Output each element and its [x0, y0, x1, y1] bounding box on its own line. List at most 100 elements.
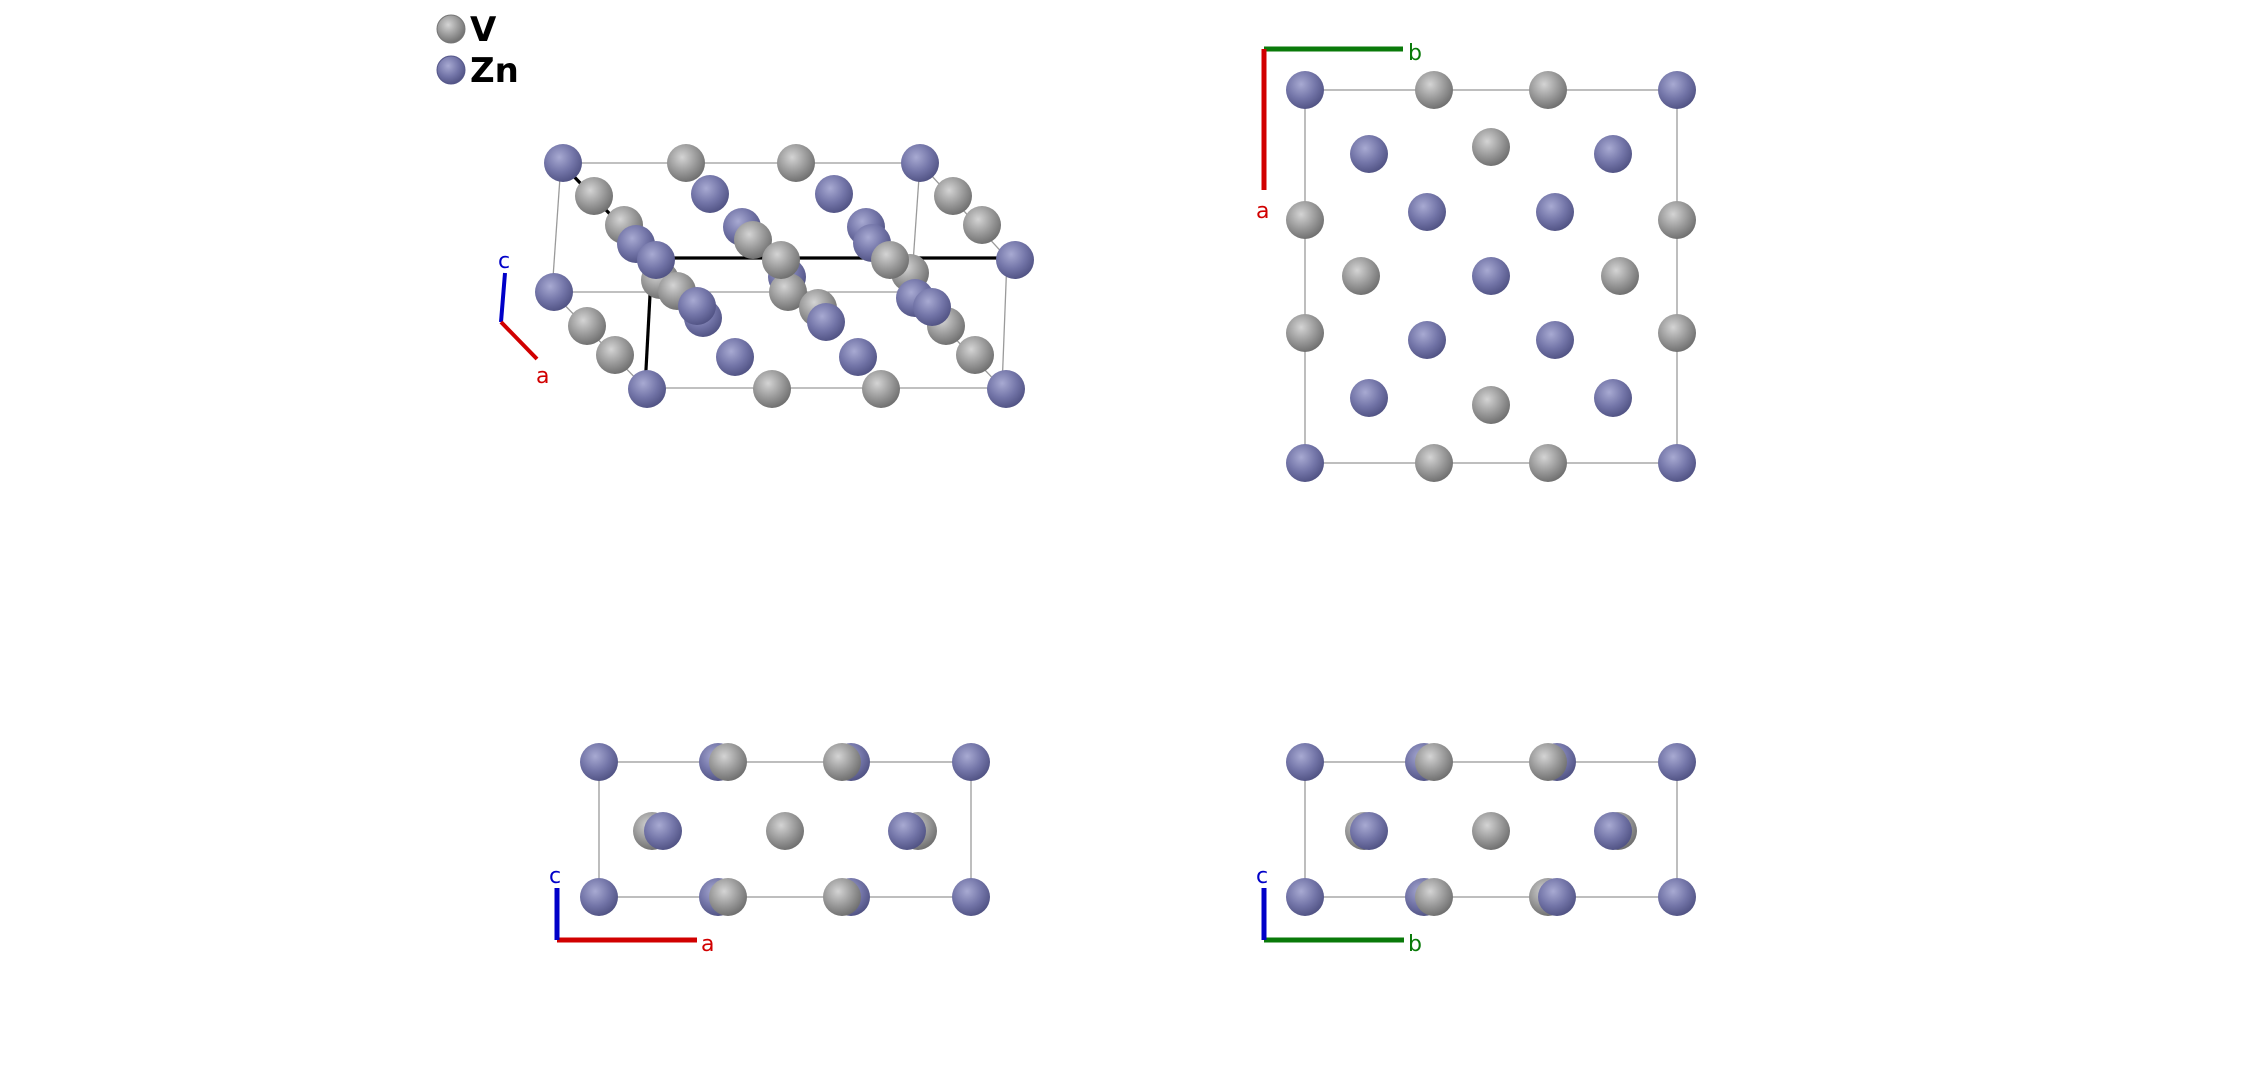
atom-zn: [535, 273, 573, 311]
axis-indicator: b a: [1256, 41, 1422, 224]
atom-v: [1472, 128, 1510, 166]
atom-zn: [628, 370, 666, 408]
atom-zn: [1658, 878, 1696, 916]
atom-zn: [1594, 135, 1632, 173]
atom-zn: [1350, 135, 1388, 173]
atom-v: [1529, 743, 1567, 781]
atoms: [1286, 743, 1696, 916]
atom-zn: [1536, 193, 1574, 231]
atom-v: [1342, 257, 1380, 295]
side-view-panel: b c: [1256, 743, 1696, 957]
atom-v: [963, 206, 1001, 244]
front-view-panel: a c: [549, 743, 990, 957]
atom-v: [1415, 71, 1453, 109]
atom-zn: [1286, 878, 1324, 916]
atom-v: [709, 743, 747, 781]
atom-zn: [913, 288, 951, 326]
atom-zn: [1286, 444, 1324, 482]
unit-cell-outline: [598, 761, 972, 898]
atom-zn: [1594, 379, 1632, 417]
atom-v: [1286, 314, 1324, 352]
atom-zn: [1536, 321, 1574, 359]
atom-zn: [1408, 193, 1446, 231]
atom-zn: [644, 812, 682, 850]
top-view-panel: b a: [1256, 41, 1696, 482]
legend-swatch-zn: [436, 55, 466, 85]
atom-v: [956, 336, 994, 374]
atom-zn: [1658, 71, 1696, 109]
axis-a-label: a: [701, 932, 714, 957]
atom-v: [734, 221, 772, 259]
atom-zn: [637, 241, 675, 279]
atoms: [1286, 71, 1696, 482]
atom-v: [1601, 257, 1639, 295]
atom-v: [575, 177, 613, 215]
axis-c-line: [499, 272, 507, 323]
atom-zn: [815, 175, 853, 213]
atom-zn: [1538, 878, 1576, 916]
axis-a-label: a: [536, 364, 549, 389]
axis-b-label: b: [1408, 932, 1422, 957]
atom-zn: [807, 303, 845, 341]
legend-label-zn: Zn: [470, 51, 519, 91]
atom-v: [1529, 444, 1567, 482]
atom-v: [1472, 812, 1510, 850]
atom-zn: [1350, 812, 1388, 850]
atom-v: [1415, 444, 1453, 482]
axis-indicator: a c: [549, 864, 714, 957]
atom-v: [1658, 201, 1696, 239]
atom-zn: [1594, 812, 1632, 850]
atom-zn: [888, 812, 926, 850]
atom-v: [1415, 743, 1453, 781]
atom-v: [766, 812, 804, 850]
atom-zn: [1472, 257, 1510, 295]
legend: V Zn: [436, 10, 519, 91]
atom-zn: [716, 338, 754, 376]
atom-v: [934, 177, 972, 215]
legend-label-v: V: [470, 10, 497, 50]
legend-entry-v: V: [436, 10, 497, 50]
axis-a-label: a: [1256, 199, 1269, 224]
atom-zn: [1350, 379, 1388, 417]
atom-v: [596, 336, 634, 374]
axis-c-label: c: [549, 864, 561, 889]
atom-v: [823, 743, 861, 781]
axis-c-label: c: [1256, 864, 1268, 889]
perspective-view-panel: c a: [498, 144, 1034, 408]
atom-v: [1286, 201, 1324, 239]
unit-cell-outline: [1304, 761, 1678, 898]
legend-swatch-v: [436, 14, 466, 44]
axis-indicator: c a: [498, 249, 549, 389]
atom-zn: [580, 743, 618, 781]
atom-zn: [544, 144, 582, 182]
atom-zn: [1658, 743, 1696, 781]
atom-zn: [678, 287, 716, 325]
atom-v: [667, 144, 705, 182]
atom-zn: [952, 878, 990, 916]
axis-indicator: b c: [1256, 864, 1422, 957]
atom-zn: [580, 878, 618, 916]
atom-v: [1529, 71, 1567, 109]
atom-v: [823, 878, 861, 916]
unit-cell-outline: [1304, 89, 1678, 464]
atom-zn: [901, 144, 939, 182]
atom-zn: [996, 241, 1034, 279]
atom-zn: [1286, 71, 1324, 109]
atom-v: [753, 370, 791, 408]
atom-zn: [1408, 321, 1446, 359]
atom-v: [871, 241, 909, 279]
atom-v: [709, 878, 747, 916]
atom-v: [769, 273, 807, 311]
atoms: [535, 144, 1034, 408]
atoms: [580, 743, 990, 916]
axis-a-line: [499, 320, 539, 361]
atom-v: [762, 241, 800, 279]
legend-entry-zn: Zn: [436, 51, 519, 91]
atom-v: [777, 144, 815, 182]
atom-v: [1472, 386, 1510, 424]
atom-zn: [839, 338, 877, 376]
axis-c-label: c: [498, 249, 510, 274]
atom-zn: [1286, 743, 1324, 781]
atom-zn: [987, 370, 1025, 408]
